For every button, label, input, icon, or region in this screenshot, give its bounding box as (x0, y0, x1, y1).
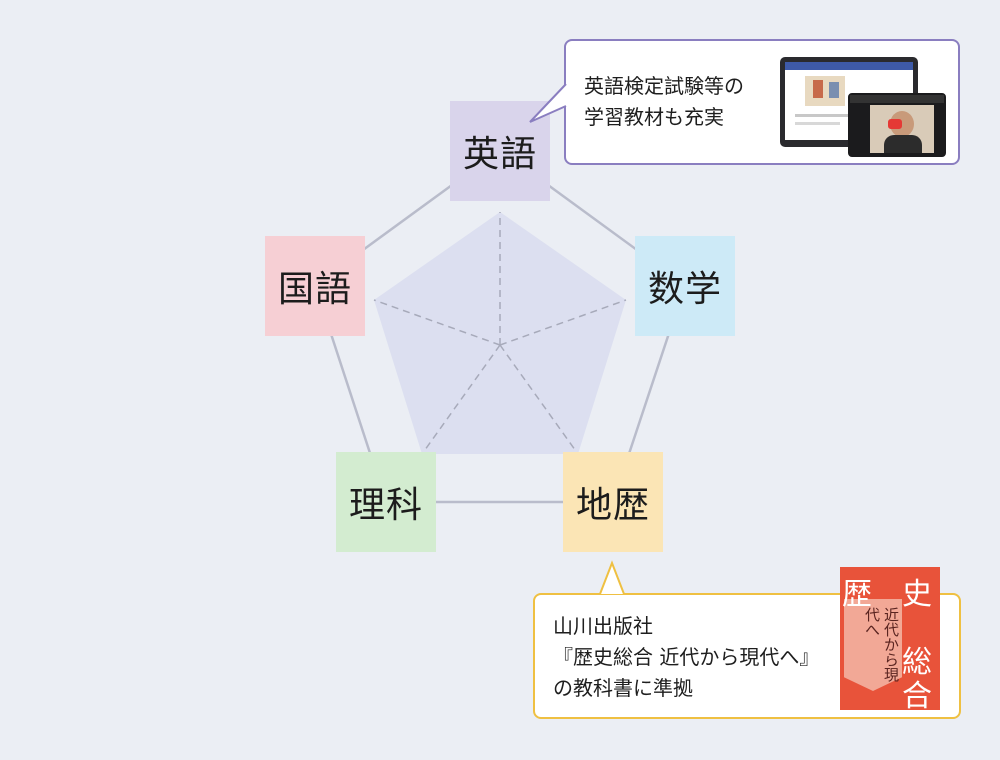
subject-math[interactable]: 数学 (635, 236, 735, 336)
subject-history-label: 地歴 (575, 485, 650, 526)
subject-english[interactable]: 英語 (450, 101, 550, 201)
subject-science-label: 理科 (348, 485, 423, 526)
subject-english-label: 英語 (462, 134, 537, 175)
play-icon (888, 119, 902, 129)
video-thumbnail (848, 93, 946, 157)
subject-history[interactable]: 地歴 (563, 452, 663, 552)
textbook-cover: 歴 史 総 合 近代から現代へ (840, 567, 940, 710)
spoke-history (499, 344, 579, 455)
spoke-science (421, 344, 501, 455)
history-callout-line2: 『歴史総合 近代から現代へ』 (553, 645, 820, 669)
person-body (884, 135, 922, 153)
pentagon-spokes (373, 212, 627, 455)
english-callout: 英語検定試験等の 学習教材も充実 (564, 39, 960, 165)
english-callout-line1: 英語検定試験等の (584, 74, 744, 98)
cover-title-char-2: 史 (902, 577, 932, 612)
subject-science[interactable]: 理科 (336, 452, 436, 552)
cover-title-char-4: 合 (902, 679, 932, 710)
cover-pink-panel (844, 599, 902, 691)
spoke-math (499, 299, 627, 346)
subject-math-label: 数学 (647, 269, 722, 310)
english-callout-text: 英語検定試験等の 学習教材も充実 (584, 71, 744, 133)
spoke-japanese (373, 299, 501, 346)
english-callout-line2: 学習教材も充実 (584, 105, 724, 129)
english-callout-tail (529, 83, 567, 123)
history-callout-line3: の教科書に準拠 (553, 676, 693, 700)
history-callout-text: 山川出版社 『歴史総合 近代から現代へ』 の教科書に準拠 (553, 611, 819, 704)
cover-title-char-3: 総 (902, 645, 932, 680)
cover-title-char-1: 歴 (842, 577, 872, 612)
cover-subtitle: 近代から現代へ (863, 607, 900, 682)
subject-japanese[interactable]: 国語 (265, 236, 365, 336)
history-callout-tail (599, 560, 625, 595)
subject-japanese-label: 国語 (277, 269, 352, 310)
history-callout-line1: 山川出版社 (553, 614, 653, 638)
